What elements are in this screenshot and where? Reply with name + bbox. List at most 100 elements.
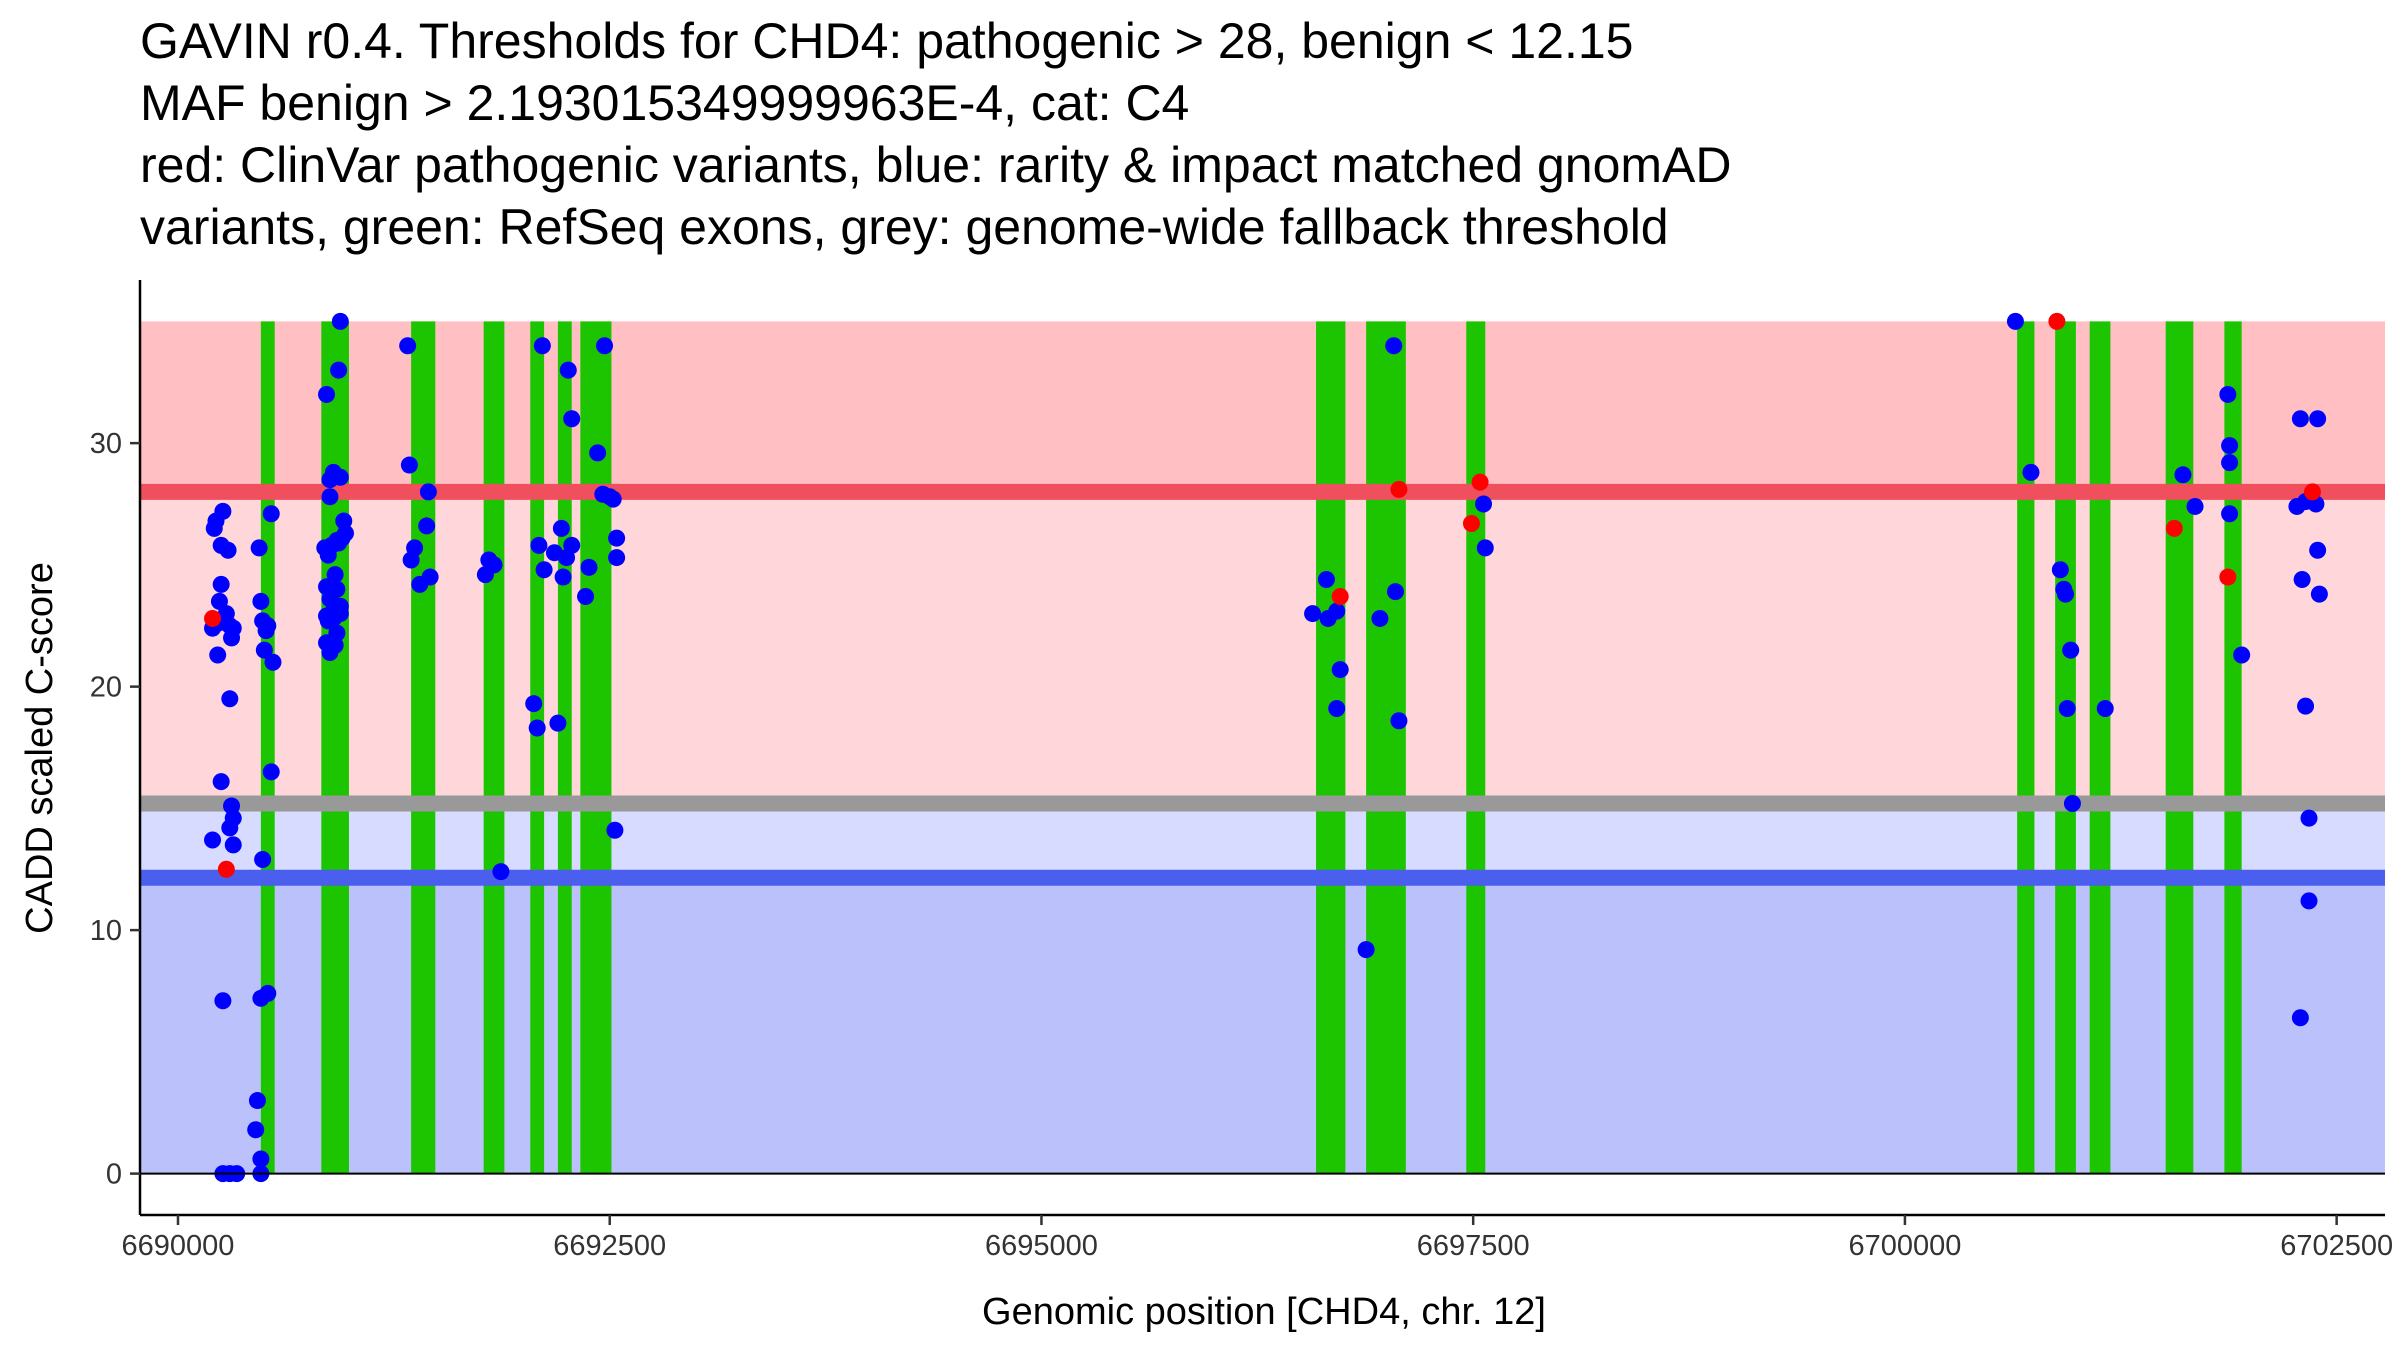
gnomad-point — [224, 619, 242, 637]
chart-title: GAVIN r0.4. Thresholds for CHD4: pathoge… — [140, 13, 1731, 255]
gnomad-point — [328, 580, 346, 598]
gnomad-point — [2310, 585, 2328, 603]
refseq-exons — [260, 321, 2242, 1174]
gnomad-point — [212, 773, 230, 791]
gnomad-point — [604, 490, 622, 508]
y-axis-title: CADD scaled C-score — [19, 562, 61, 934]
gnomad-point — [2297, 697, 2315, 715]
exon-1 — [260, 321, 275, 1174]
gnomad-point — [318, 385, 336, 403]
gnomad-point — [224, 836, 242, 854]
benign-band — [140, 877, 2385, 1174]
gnomad-point — [419, 483, 437, 501]
gnomad-point — [2221, 505, 2239, 523]
gnomad-point — [1328, 700, 1346, 718]
y-tick-label: 20 — [90, 672, 122, 704]
gnomad-point — [535, 561, 553, 579]
clinvar-point — [1390, 480, 1408, 498]
gnomad-point — [252, 592, 270, 610]
gnomad-point — [563, 536, 581, 554]
gnomad-point — [2186, 497, 2204, 515]
gnomad-point — [1371, 609, 1389, 627]
exon-5 — [530, 321, 545, 1174]
gnomad-point — [528, 719, 546, 737]
gnomad-point — [259, 984, 277, 1002]
clinvar-point — [204, 609, 222, 627]
gnomad-point — [1357, 941, 1375, 959]
gnomad-point — [330, 361, 348, 379]
gnomad-point — [333, 529, 351, 547]
gnomad-point — [421, 568, 439, 586]
gnomad-point — [2219, 385, 2237, 403]
x-tick-label: 6692500 — [553, 1230, 666, 1262]
exon-10 — [1466, 321, 1486, 1174]
gnomad-point — [254, 851, 272, 869]
gnomad-point — [563, 410, 581, 428]
gnomad-point — [589, 444, 607, 462]
x-tick-label: 6700000 — [1848, 1230, 1961, 1262]
title-line-4: variants, green: RefSeq exons, grey: gen… — [140, 199, 1669, 255]
benign-zone — [140, 803, 2385, 878]
gnomad-point — [1390, 712, 1408, 730]
gnomad-point — [264, 653, 282, 671]
gnomad-point — [212, 575, 230, 593]
gnomad-point — [2051, 561, 2069, 579]
x-tick-label: 6695000 — [985, 1230, 1098, 1262]
gnomad-point — [255, 641, 273, 659]
gnomad-point — [492, 863, 510, 881]
gnomad-point — [400, 456, 418, 474]
gnomad-point — [321, 488, 339, 506]
gnomad-point — [2309, 410, 2327, 428]
gnomad-point — [406, 539, 424, 557]
gnomad-point — [1386, 583, 1404, 601]
title-line-3: red: ClinVar pathogenic variants, blue: … — [140, 137, 1731, 193]
exon-13 — [2089, 321, 2111, 1174]
x-tick-label: 6702500 — [2280, 1230, 2393, 1262]
gnomad-point — [399, 337, 417, 355]
gnomad-point — [2221, 454, 2239, 472]
pathogenic-zone — [140, 491, 2385, 804]
gnomad-point — [533, 337, 551, 355]
gnomad-point — [209, 646, 227, 664]
gnomad-point — [259, 617, 277, 635]
clinvar-point — [2165, 519, 2183, 537]
gnomad-point — [418, 517, 436, 535]
exon-3 — [411, 321, 436, 1174]
gnomad-point — [2221, 437, 2239, 455]
gnomad-point — [214, 502, 232, 520]
exon-2 — [321, 321, 349, 1174]
gnomad-point — [577, 588, 595, 606]
gnomad-point — [331, 312, 349, 330]
gnomad-point — [552, 519, 570, 537]
gnomad-point — [596, 337, 614, 355]
gnomad-point — [2062, 641, 2080, 659]
exon-14 — [2165, 321, 2194, 1174]
gnomad-point — [2233, 646, 2251, 664]
gnomad-point — [1475, 495, 1493, 513]
x-tick-label: 6690000 — [122, 1230, 235, 1262]
gnomad-point — [326, 636, 344, 654]
y-tick-label: 30 — [90, 428, 122, 460]
clinvar-point — [2048, 312, 2066, 330]
gnomad-point — [2174, 466, 2192, 484]
gnomad-point — [262, 763, 280, 781]
exon-4 — [483, 321, 505, 1174]
gnomad-point — [250, 539, 268, 557]
gnomad-point — [1328, 602, 1346, 620]
gnomad-point — [1385, 337, 1403, 355]
clinvar-point — [1462, 514, 1480, 532]
gnomad-point — [262, 505, 280, 523]
gnomad-point — [1304, 605, 1322, 623]
gnomad-point — [248, 1092, 266, 1110]
gnomad-point — [525, 695, 543, 713]
gnomad-point — [204, 831, 222, 849]
variant-points — [204, 312, 2328, 1183]
gnomad-point — [2300, 892, 2318, 910]
gnomad-point — [1476, 539, 1494, 557]
gnomad-point — [2096, 700, 2114, 718]
gnomad-point — [2291, 410, 2309, 428]
pathogenic-band — [140, 321, 2385, 492]
